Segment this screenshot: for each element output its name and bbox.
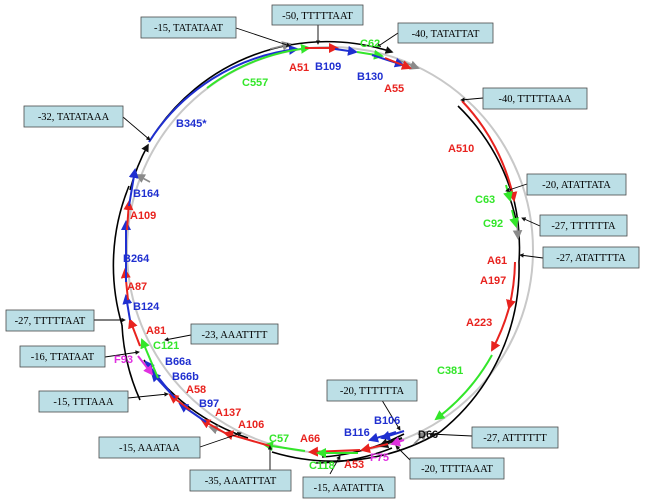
- gene-label-C121: C121: [153, 340, 179, 352]
- gene-label-C557: C557: [242, 77, 268, 89]
- gene-label-B97: B97: [199, 398, 219, 410]
- gene-label-B66a: B66a: [165, 356, 192, 368]
- svg-text:-27, ATTTTTT: -27, ATTTTTT: [483, 433, 547, 444]
- promoter-box-b11: -16, TTATAAT: [19, 345, 106, 368]
- gene-label-A53: A53: [344, 459, 364, 471]
- gene-label-A66: A66: [300, 433, 320, 445]
- gene-label-D66: D66: [418, 429, 438, 441]
- svg-text:-40, TTTTTAAA: -40, TTTTTAAA: [498, 94, 571, 105]
- gene-label-B109: B109: [315, 61, 341, 73]
- gene-label-F93: F93: [114, 354, 133, 366]
- gene-label-B130: B130: [357, 71, 383, 83]
- gene-arrows: [120, 43, 519, 458]
- gene-label-C381: C381: [437, 365, 463, 377]
- gene-label-B66b: B66b: [172, 371, 199, 383]
- gene-labels: A51 B109 C62 C557 B130 A55 B345* A510 B1…: [114, 38, 507, 472]
- promoter-box-b17: -35, AAATTTAT: [189, 469, 292, 492]
- gene-label-C118: C118: [309, 460, 335, 472]
- svg-text:-40, TATATTAT: -40, TATATTAT: [412, 29, 480, 40]
- promoter-box-b12: -15, TTTAAA: [38, 390, 129, 413]
- promoter-box-b2: -50, TTTTTAAT: [271, 4, 364, 26]
- gene-label-A61: A61: [487, 255, 507, 267]
- promoter-box-b16: -20, TTTTAAAT: [409, 457, 505, 480]
- svg-text:-27, ATATTTTA: -27, ATATTTTA: [556, 253, 626, 264]
- svg-text:-35, AAATTTAT: -35, AAATTTAT: [205, 476, 277, 487]
- gene-label-A87: A87: [127, 281, 147, 293]
- gene-label-A55: A55: [384, 83, 404, 95]
- promoter-box-b9: -27, TTTTTAAT: [5, 309, 95, 332]
- promoter-box-b7: -27, TTTTTTA: [539, 214, 628, 237]
- gene-label-A223: A223: [466, 317, 492, 329]
- gene-label-A106: A106: [238, 419, 264, 431]
- promoter-box-b10: -23, AAATTTT: [190, 323, 279, 345]
- gene-label-B116: B116: [344, 427, 370, 439]
- gene-label-B124: B124: [133, 301, 160, 313]
- svg-text:-16, TTATAAT: -16, TTATAAT: [31, 352, 95, 363]
- svg-text:-20, TTTTTTA: -20, TTTTTTA: [340, 386, 405, 397]
- gene-label-F75: F75: [370, 452, 389, 464]
- svg-text:-23, AAATTTT: -23, AAATTTT: [202, 330, 268, 341]
- promoter-box-b14: -27, ATTTTTT: [471, 426, 559, 449]
- gene-label-B264: B264: [123, 253, 150, 265]
- gene-label-B106: B106: [374, 415, 400, 427]
- svg-text:-32, TATATAAA: -32, TATATAAA: [38, 112, 110, 123]
- promoter-box-b8: -27, ATATTTTA: [542, 246, 640, 269]
- svg-text:-15, AATATTTA: -15, AATATTTA: [314, 483, 385, 494]
- gene-label-B164: B164: [133, 188, 160, 200]
- svg-text:-15, TTTAAA: -15, TTTAAA: [53, 397, 114, 408]
- gene-label-A109: A109: [130, 210, 156, 222]
- svg-text:-27, TTTTTTA: -27, TTTTTTA: [551, 221, 616, 232]
- promoter-box-b4: -40, TTTTTAAA: [482, 87, 588, 110]
- gene-label-C92: C92: [483, 218, 503, 230]
- gene-label-A137: A137: [215, 407, 241, 419]
- promoter-box-b18: -15, AATATTTA: [302, 476, 396, 499]
- svg-text:-15, AAATAA: -15, AAATAA: [119, 443, 180, 454]
- promoter-box-b6: -20, ATATTATA: [526, 173, 627, 196]
- svg-text:-20, ATATTATA: -20, ATATTATA: [542, 180, 611, 191]
- promoter-box-b15: -15, AAATAA: [98, 436, 201, 459]
- gene-label-A510: A510: [448, 143, 474, 155]
- svg-text:-20, TTTTAAAT: -20, TTTTAAAT: [421, 464, 493, 475]
- gene-label-A51: A51: [289, 62, 309, 74]
- gene-label-C62: C62: [360, 38, 380, 50]
- svg-text:-15, TATATAAT: -15, TATATAAT: [154, 23, 224, 34]
- transcripts-outer: [112, 40, 521, 464]
- gene-label-C63: C63: [475, 194, 495, 206]
- promoter-box-b13: -20, TTTTTTA: [326, 379, 418, 402]
- promoter-box-b5: -32, TATATAAA: [23, 105, 124, 128]
- svg-text:-27, TTTTTAAT: -27, TTTTTAAT: [15, 316, 86, 327]
- gene-label-A58: A58: [186, 384, 206, 396]
- promoter-box-b1: -15, TATATAAT: [140, 16, 237, 39]
- leader-lines: [94, 25, 544, 475]
- gene-label-A81: A81: [146, 325, 166, 337]
- gene-label-A197: A197: [480, 275, 506, 287]
- svg-text:-50, TTTTTAAT: -50, TTTTTAAT: [282, 11, 353, 22]
- gene-label-C57: C57: [269, 433, 289, 445]
- promoter-box-b3: -40, TATATTAT: [397, 22, 494, 44]
- gene-label-B345: B345*: [176, 118, 207, 130]
